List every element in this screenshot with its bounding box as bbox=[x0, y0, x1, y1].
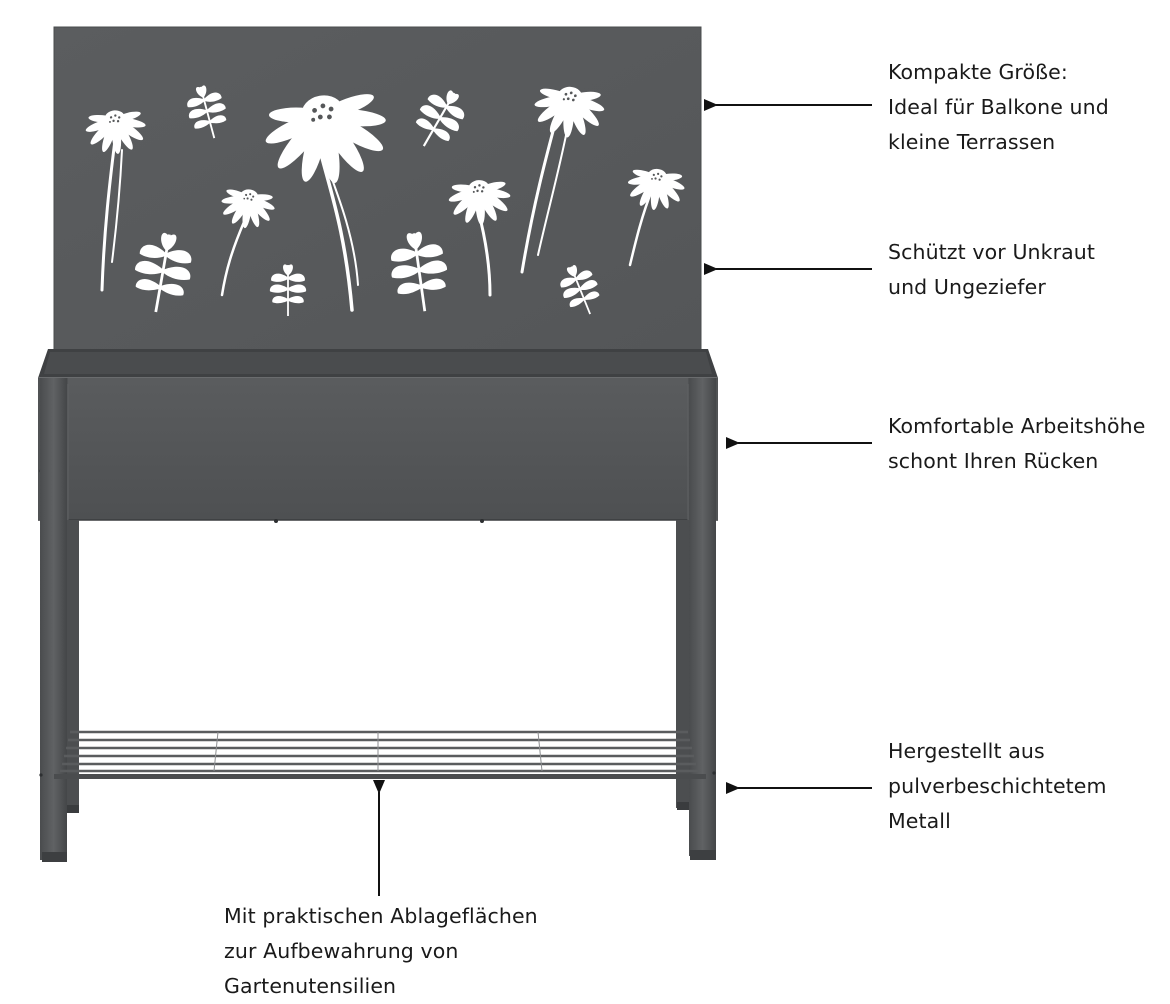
callout-line: pulverbeschichtetem bbox=[888, 774, 1107, 798]
callout-line: Ideal für Balkone und bbox=[888, 95, 1109, 119]
callout-line: schont Ihren Rücken bbox=[888, 449, 1099, 473]
callout-line: Hergestellt aus bbox=[888, 739, 1045, 763]
callout-arrows bbox=[373, 99, 872, 896]
callout-line: Kompakte Größe: bbox=[888, 60, 1068, 84]
callout-compact-size: Kompakte Größe: Ideal für Balkone und kl… bbox=[888, 55, 1109, 160]
callout-storage-shelf: Mit praktischen Ablageflächen zur Aufbew… bbox=[224, 899, 538, 1004]
callout-line: Mit praktischen Ablageflächen bbox=[224, 904, 538, 928]
callout-line: zur Aufbewahrung von bbox=[224, 939, 459, 963]
callout-line: Schützt vor Unkraut bbox=[888, 240, 1096, 264]
callout-line: Komfortable Arbeitshöhe bbox=[888, 414, 1146, 438]
callout-line: kleine Terrassen bbox=[888, 130, 1056, 154]
callout-working-height: Komfortable Arbeitshöhe schont Ihren Rüc… bbox=[888, 409, 1146, 479]
callout-weed-protection: Schützt vor Unkraut und Ungeziefer bbox=[888, 235, 1095, 305]
planter-box bbox=[38, 349, 718, 523]
callout-line: Metall bbox=[888, 809, 951, 833]
decorative-back-panel bbox=[53, 26, 702, 366]
callout-line: und Ungeziefer bbox=[888, 275, 1046, 299]
callout-material: Hergestellt aus pulverbeschichtetem Meta… bbox=[888, 734, 1107, 839]
storage-shelf bbox=[39, 730, 716, 779]
callout-line: Gartenutensilien bbox=[224, 974, 397, 998]
